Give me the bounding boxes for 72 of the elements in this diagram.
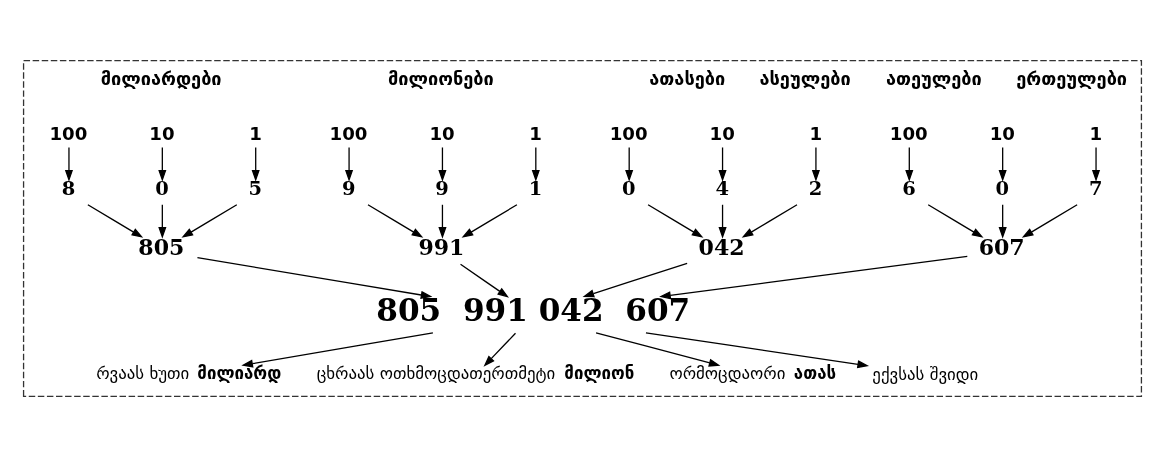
node-text: 607: [978, 233, 1025, 260]
arrow: [64, 146, 74, 182]
arrow: [158, 146, 167, 182]
arrow: [87, 204, 144, 238]
node-text: 0: [155, 177, 169, 201]
arrow: [998, 146, 1007, 182]
node-text: 042: [698, 233, 745, 260]
node-text: 100: [889, 122, 928, 144]
node-text: რვაას ხუთი მილიარდ: [96, 362, 282, 383]
arrow: [647, 204, 704, 238]
node-text: ორმოცდაორი ათას: [669, 362, 837, 383]
node-text: ცხრაას ოთხმოცდათერთმეტი მილიონ: [316, 362, 635, 383]
arrow: [367, 204, 424, 238]
arrow: [459, 263, 510, 298]
node-text: 9: [341, 177, 356, 201]
arrow: [438, 204, 447, 239]
node-text: 100: [49, 122, 88, 144]
node-text: 100: [609, 122, 648, 144]
arrow: [718, 204, 727, 239]
arrow: [483, 332, 517, 367]
node-text: 10: [429, 122, 455, 144]
node-text: 1: [528, 177, 543, 201]
node-text: 100: [329, 122, 368, 144]
label: მილიონები: [387, 68, 494, 90]
arrow: [625, 146, 634, 182]
node-text: 1: [809, 122, 823, 144]
cluster: [22, 59, 1143, 398]
node-text: 5: [248, 177, 263, 201]
node-text: 4: [715, 177, 729, 201]
label: მილიარდები: [100, 68, 222, 90]
arrow: [345, 146, 354, 182]
arrow: [196, 257, 433, 299]
node-text: 7: [1088, 177, 1103, 201]
node-text: 10: [709, 122, 735, 144]
node-text: 0: [622, 177, 636, 201]
node-text: 1: [1089, 122, 1103, 144]
node-text: 10: [149, 122, 175, 144]
arrow: [1091, 146, 1101, 182]
node-text: 8: [61, 177, 76, 201]
arrow: [531, 146, 540, 182]
node-text: 2: [808, 177, 823, 201]
label: ერთეულები: [1016, 68, 1128, 90]
node-text: 1: [249, 122, 262, 144]
node-text: 9: [435, 177, 449, 201]
arrow: [158, 204, 167, 239]
arrow: [905, 146, 914, 182]
arrow: [241, 332, 434, 368]
node-text: 0: [995, 177, 1010, 201]
arrow: [741, 204, 798, 238]
arrow: [718, 146, 727, 182]
node-text: 805: [138, 233, 185, 260]
arrow: [645, 332, 870, 369]
node-text: 805 991 042 607: [376, 292, 691, 329]
label: ათეულები: [885, 68, 982, 90]
arrow: [998, 204, 1007, 239]
label: ასეულები: [759, 68, 851, 90]
arrow: [251, 146, 260, 182]
node-text: 991: [418, 233, 465, 260]
node-text: 1: [529, 122, 542, 144]
node-text: 6: [902, 177, 916, 201]
arrow: [181, 204, 238, 238]
arrow: [582, 262, 688, 298]
label: ათასები: [649, 68, 726, 90]
arrow: [461, 204, 518, 238]
arrow: [927, 204, 984, 238]
node-text: ექვსას შვიდი: [872, 364, 979, 385]
arrow: [1021, 204, 1078, 238]
arrow: [438, 146, 447, 182]
arrow: [811, 146, 820, 182]
arrow: [595, 332, 721, 367]
arrow: [659, 255, 968, 300]
node-text: 10: [989, 122, 1015, 144]
